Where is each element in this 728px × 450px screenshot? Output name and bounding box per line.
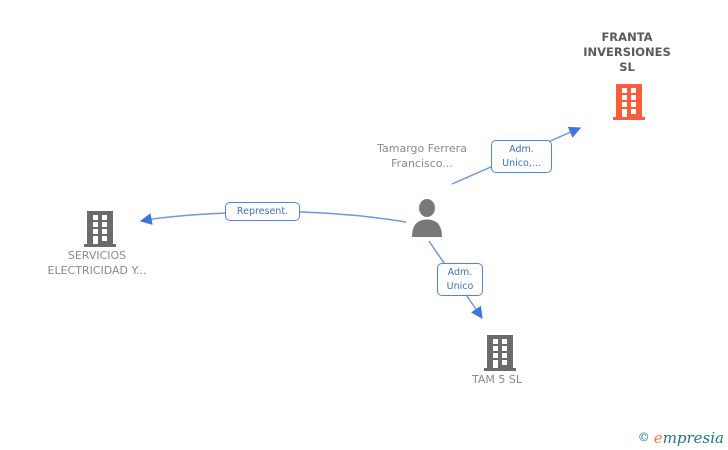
- empresia-logo[interactable]: ©empresia: [638, 429, 724, 447]
- building-icon[interactable]: [84, 211, 116, 251]
- copyright-icon: ©: [637, 430, 650, 444]
- node-servicios-electricidad[interactable]: SERVICIOS ELECTRICIDAD Y...: [47, 249, 147, 279]
- node-tam5-label: TAM 5 SL: [472, 373, 522, 386]
- edge-label-adm-unico-franta[interactable]: Adm. Unico,...: [491, 140, 552, 173]
- logo-brand-rest: mpresia: [662, 429, 724, 447]
- node-servicios-label: SERVICIOS ELECTRICIDAD Y...: [47, 249, 147, 277]
- person-icon[interactable]: [409, 199, 445, 241]
- edge-label-represent[interactable]: Represent.: [225, 202, 300, 221]
- logo-letter-e: e: [653, 429, 663, 447]
- node-franta-label: FRANTA INVERSIONES SL: [583, 30, 671, 74]
- node-franta-inversiones[interactable]: FRANTA INVERSIONES SL: [579, 30, 675, 75]
- building-icon[interactable]: [613, 84, 645, 124]
- node-tam5[interactable]: TAM 5 SL: [447, 373, 547, 388]
- node-person-tamargo[interactable]: Tamargo Ferrera Francisco...: [376, 142, 468, 172]
- edge-label-adm-unico-tam5[interactable]: Adm. Unico: [437, 263, 483, 296]
- building-icon[interactable]: [484, 335, 516, 375]
- node-person-label: Tamargo Ferrera Francisco...: [377, 142, 467, 170]
